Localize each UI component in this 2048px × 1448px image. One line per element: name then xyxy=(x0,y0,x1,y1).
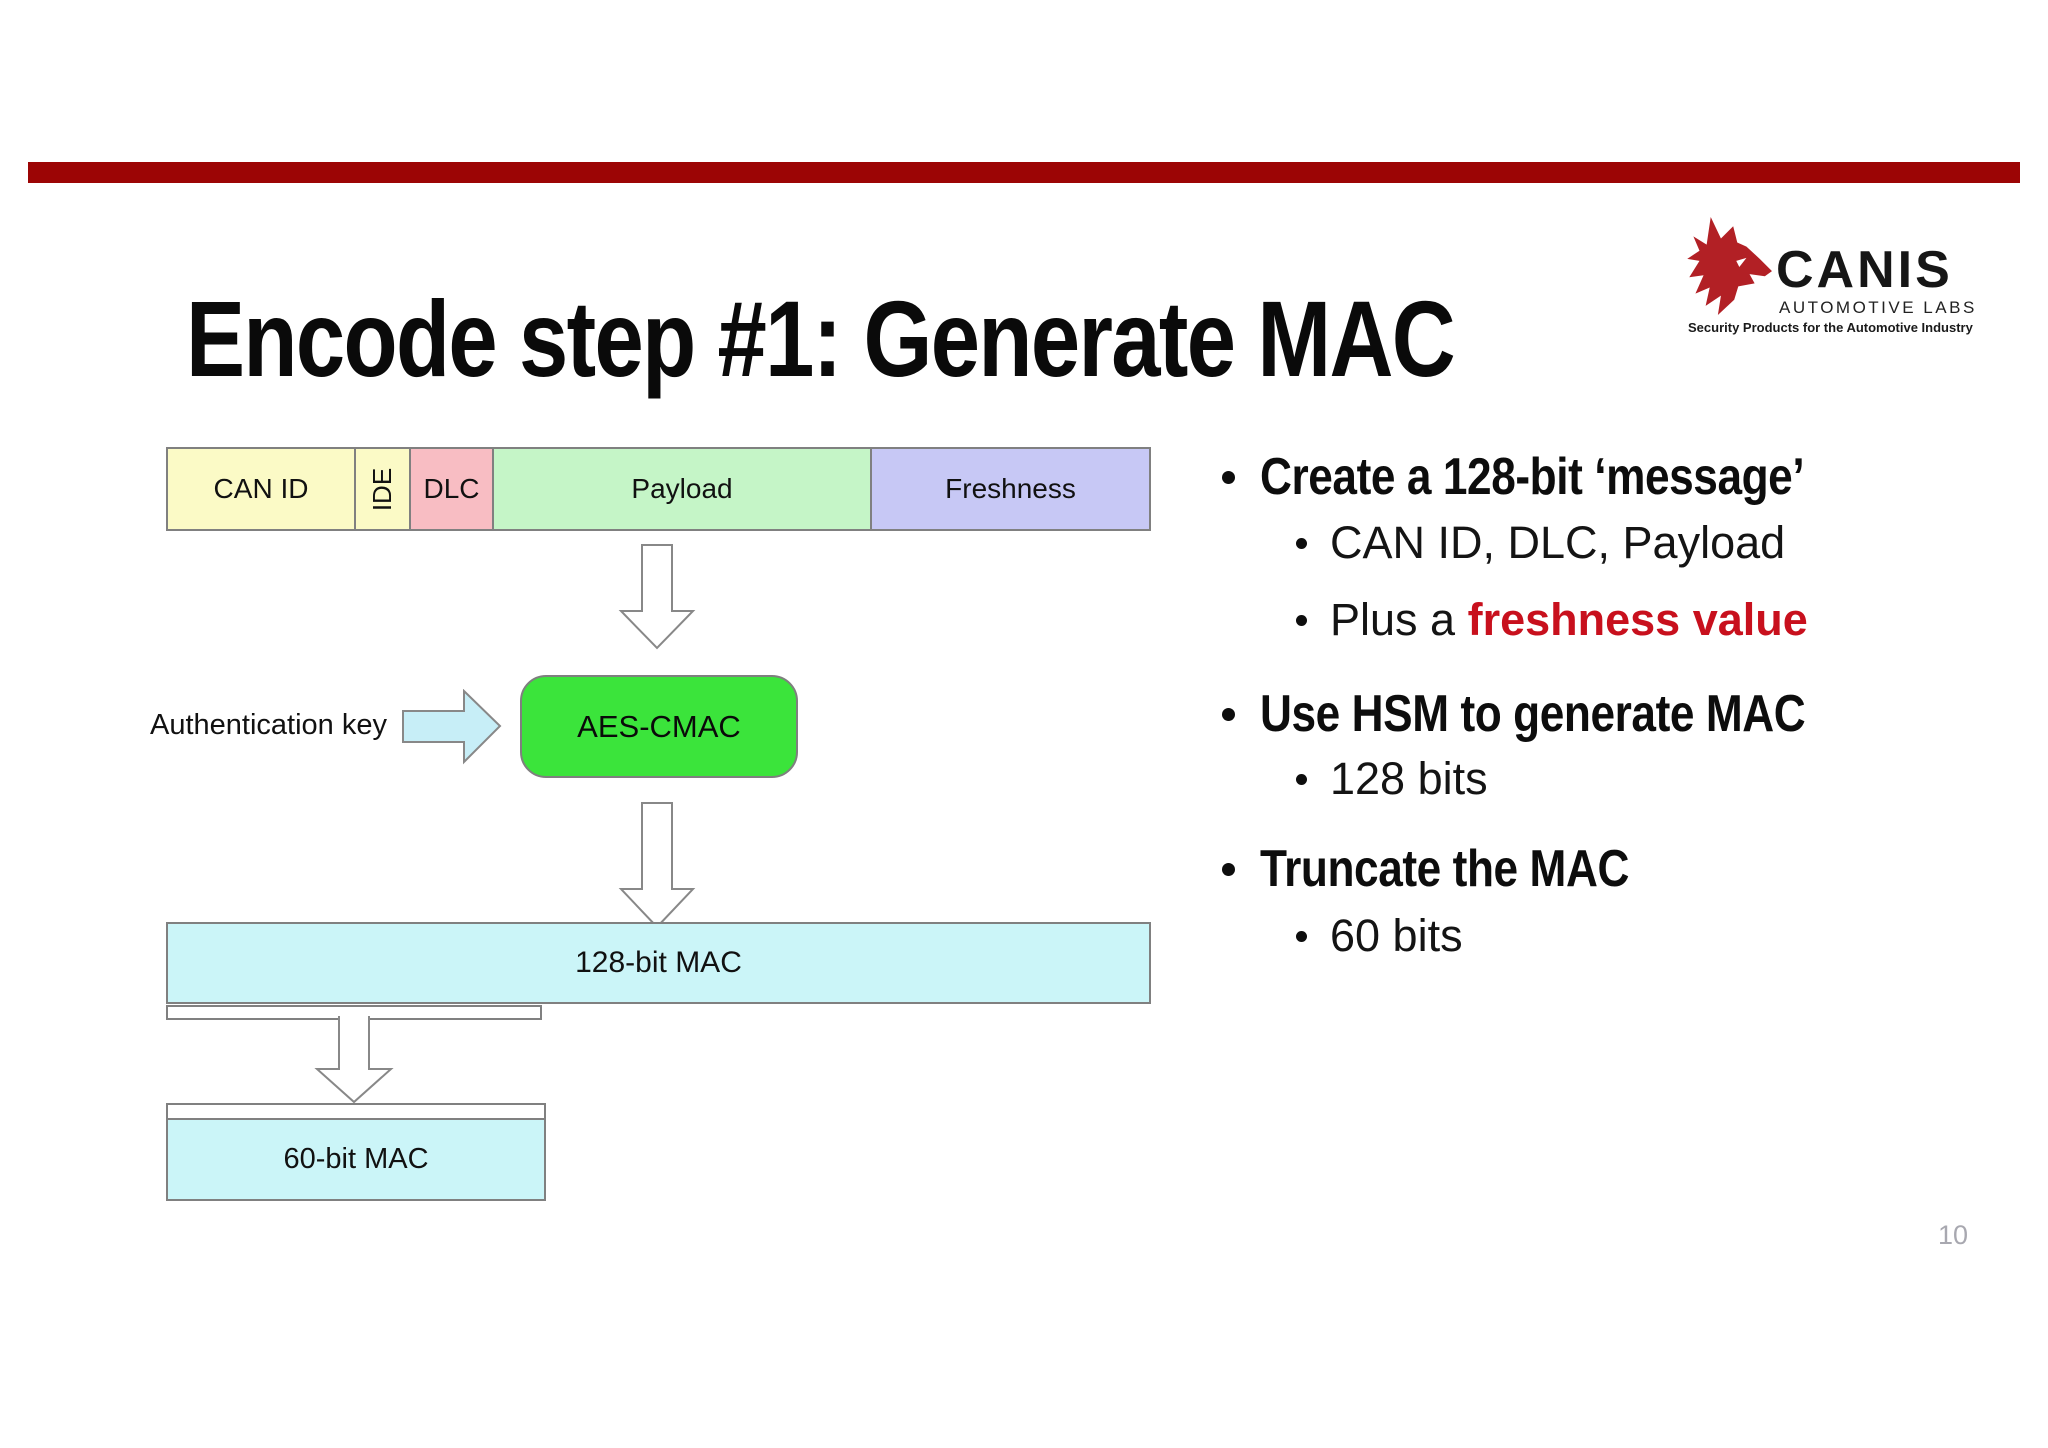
bullet-text: Plus a freshness value xyxy=(1330,594,1808,646)
field-can-id: CAN ID xyxy=(168,449,354,529)
field-freshness-label: Freshness xyxy=(945,473,1076,504)
logo-name: CANIS xyxy=(1776,241,1953,299)
mac-60-body: 60-bit MAC xyxy=(168,1120,544,1199)
field-payload-label: Payload xyxy=(631,473,733,504)
wolf-icon xyxy=(1687,217,1772,315)
bullet-text: Truncate the MAC xyxy=(1260,840,1629,898)
bullet-60-bits: 60 bits xyxy=(1296,910,1463,962)
field-payload: Payload xyxy=(492,449,870,529)
bullet-icon xyxy=(1222,707,1235,721)
bullet-text-prefix: Plus a xyxy=(1330,594,1468,645)
auth-key-label: Authentication key xyxy=(150,709,387,741)
page-number: 10 xyxy=(1938,1220,1969,1250)
bullet-text-highlight: freshness value xyxy=(1467,594,1808,645)
aes-cmac-label: AES-CMAC xyxy=(577,708,741,744)
bullet-icon xyxy=(1296,537,1307,549)
page-title: Encode step #1: Generate MAC xyxy=(186,278,1456,399)
bullet-icon xyxy=(1222,862,1235,876)
bullet-text: 60 bits xyxy=(1330,910,1463,961)
bullet-freshness-value: Plus a freshness value xyxy=(1296,594,1808,646)
bullet-can-id-dlc-payload: CAN ID, DLC, Payload xyxy=(1296,517,1785,569)
bullet-create-message: Create a 128-bit ‘message’ xyxy=(1222,447,1900,507)
down-arrow-icon xyxy=(618,802,696,929)
logo-tagline: Security Products for the Automotive Ind… xyxy=(1688,320,1973,335)
aes-cmac-box: AES-CMAC xyxy=(520,675,798,778)
field-can-id-label: CAN ID xyxy=(213,473,309,504)
mac-60-top-band xyxy=(168,1105,544,1120)
right-arrow-icon xyxy=(402,689,502,765)
bullet-icon xyxy=(1296,773,1307,785)
field-freshness: Freshness xyxy=(870,449,1149,529)
logo-subtitle: AUTOMOTIVE LABS xyxy=(1779,298,1977,317)
field-dlc: DLC xyxy=(409,449,492,529)
bullet-text: 128 bits xyxy=(1330,753,1488,804)
truncate-arrow-icon xyxy=(314,1016,394,1104)
accent-bar xyxy=(28,162,2020,183)
bullet-icon xyxy=(1296,930,1307,942)
down-arrow-icon xyxy=(618,544,696,650)
field-ide: IDE xyxy=(354,449,409,529)
bullet-icon xyxy=(1296,614,1307,626)
bullet-icon xyxy=(1222,470,1235,484)
bullet-text: CAN ID, DLC, Payload xyxy=(1330,517,1786,568)
can-frame: CAN ID IDE DLC Payload Freshness xyxy=(166,447,1151,531)
field-ide-label: IDE xyxy=(367,467,397,511)
mac-60-box: 60-bit MAC xyxy=(166,1103,546,1201)
mac-128-box: 128-bit MAC xyxy=(166,922,1151,1004)
bullet-text: Create a 128-bit ‘message’ xyxy=(1260,448,1805,506)
mac-128-label: 128-bit MAC xyxy=(575,946,742,979)
mac-60-label: 60-bit MAC xyxy=(283,1143,429,1175)
bullet-128-bits: 128 bits xyxy=(1296,753,1488,805)
bullet-use-hsm: Use HSM to generate MAC xyxy=(1222,684,1902,744)
bullet-truncate-mac: Truncate the MAC xyxy=(1222,839,1694,899)
field-dlc-label: DLC xyxy=(423,473,480,504)
bullet-text: Use HSM to generate MAC xyxy=(1260,685,1806,743)
